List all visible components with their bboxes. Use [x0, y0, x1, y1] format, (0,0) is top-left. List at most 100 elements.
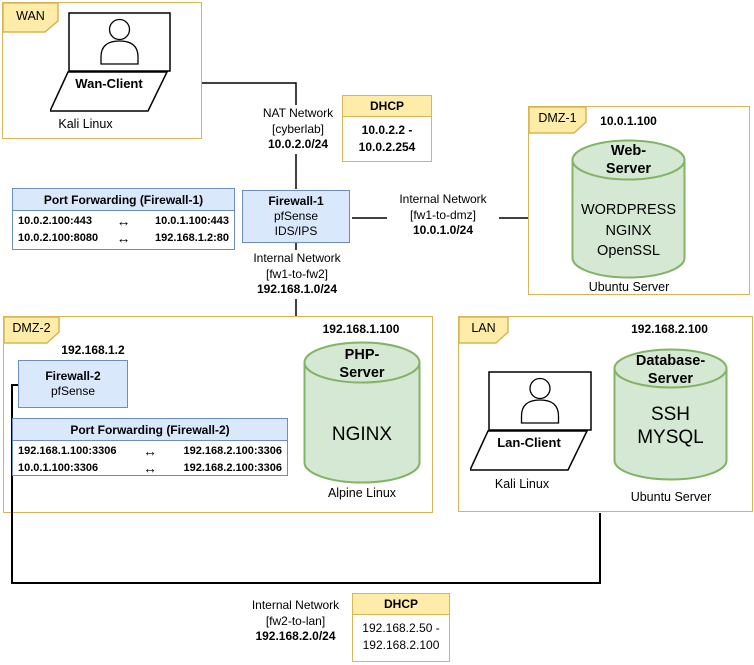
- dhcp-range-end: 10.0.2.254: [358, 140, 416, 154]
- dhcp-lan-box: DHCP 192.168.2.50 - 192.168.2.100: [352, 593, 450, 662]
- zone-dmz2-tab: DMZ-2: [3, 316, 60, 344]
- db-server-node: Database- Server SSH MYSQL: [613, 348, 728, 481]
- web-server-os: Ubuntu Server: [588, 280, 670, 294]
- server-name-line: PHP-: [344, 347, 380, 363]
- firewall1-name: Firewall-1: [268, 194, 324, 208]
- firewall2-name: Firewall-2: [45, 369, 101, 383]
- zone-tab-shape: [458, 316, 509, 344]
- network-cidr: 10.0.2.0/24: [267, 137, 329, 151]
- zone-dmz1-tab: DMZ-1: [528, 106, 587, 134]
- php-server-ip: 192.168.1.100: [322, 322, 400, 336]
- web-server-name: Web- Server: [571, 143, 686, 178]
- wan-client-node: Wan-Client: [50, 12, 171, 112]
- network-cidr: 192.168.2.0/24: [255, 629, 336, 643]
- db-server-os: Ubuntu Server: [630, 490, 712, 504]
- pf-rule-to: 192.168.1.2:80: [154, 232, 229, 244]
- network-id: [cyberlab]: [271, 121, 325, 136]
- web-server-services: WORDPRESS NGINX OpenSSL: [571, 200, 686, 262]
- port-forwarding-fw2-table: Port Forwarding (Firewall-2) 192.168.1.1…: [12, 418, 288, 476]
- service-label: SSH: [650, 404, 691, 425]
- bidirectional-arrow-icon: ↔: [143, 443, 157, 459]
- server-name-line: Server: [647, 370, 694, 387]
- user-icon: [100, 18, 139, 65]
- server-name-line: Server: [339, 364, 385, 381]
- server-cylinder-icon: [613, 348, 728, 481]
- pf-rule-row: 10.0.1.100:3306 ↔ 192.168.2.100:3306: [18, 460, 282, 477]
- pf-fw1-title: Port Forwarding (Firewall-1): [13, 189, 234, 211]
- php-server-services: NGINX: [303, 423, 421, 446]
- service-label: OpenSSL: [597, 243, 660, 259]
- zone-wan-label: WAN: [16, 8, 45, 23]
- db-server-services: SSH MYSQL: [613, 403, 728, 449]
- service-label: WORDPRESS: [580, 202, 677, 218]
- db-server-ip: 192.168.2.100: [631, 322, 708, 336]
- pf-rule-to: 192.168.2.100:3306: [183, 462, 282, 474]
- pf-rule-from: 10.0.1.100:3306: [18, 462, 99, 474]
- network-name: Internal Network: [253, 251, 341, 265]
- server-name-line: Web-: [610, 143, 647, 159]
- server-name-line: Server: [605, 160, 652, 177]
- zone-dmz2-label: DMZ-2: [12, 321, 51, 335]
- zone-tab-shape: [528, 106, 587, 134]
- db-server-name: Database- Server: [613, 353, 728, 388]
- firewall1-platform: pfSense: [273, 209, 319, 223]
- network-cidr: 192.168.1.0/24: [256, 282, 338, 296]
- zone-lan-tab: LAN: [458, 316, 509, 344]
- laptop-base: [50, 71, 169, 112]
- php-server-name: PHP- Server: [303, 347, 421, 382]
- fw1-dmz-network-label: Internal Network [fw1-to-dmz] 10.0.1.0/2…: [387, 191, 499, 240]
- pf-rule-to: 192.168.2.100:3306: [183, 445, 282, 457]
- laptop-icon: [470, 371, 592, 471]
- bidirectional-arrow-icon: ↔: [143, 460, 157, 476]
- dhcp-title: DHCP: [353, 594, 449, 615]
- dhcp-range-end: 192.168.2.100: [362, 638, 440, 652]
- firewall2-node: Firewall-2 pfSense: [18, 360, 128, 408]
- pf-rule-row: 10.0.2.100:443 ↔ 10.0.1.100:443: [18, 213, 229, 230]
- lan-client-os: Kali Linux: [494, 477, 550, 491]
- service-label: MYSQL: [637, 427, 704, 448]
- pf-rule-from: 10.0.2.100:443: [18, 215, 93, 227]
- service-label: NGINX: [605, 222, 652, 239]
- firewall1-features: IDS/IPS: [274, 224, 318, 238]
- bidirectional-arrow-icon: ↔: [116, 230, 131, 246]
- zone-tab-shape: [2, 2, 59, 33]
- port-forwarding-fw1-table: Port Forwarding (Firewall-1) 10.0.2.100:…: [12, 188, 235, 250]
- php-server-os: Alpine Linux: [327, 486, 397, 500]
- web-server-node: Web- Server WORDPRESS NGINX OpenSSL: [571, 139, 686, 279]
- network-id: [fw1-to-dmz]: [409, 207, 476, 222]
- dhcp-range: 192.168.2.50 - 192.168.2.100: [353, 615, 449, 654]
- dhcp-range: 10.0.2.2 - 10.0.2.254: [343, 117, 431, 156]
- service-label: NGINX: [331, 424, 393, 445]
- fw2-lan-network-label: Internal Network [fw2-to-lan] 192.168.2.…: [238, 597, 353, 646]
- pf-rule-row: 192.168.1.100:3306 ↔ 192.168.2.100:3306: [18, 443, 282, 460]
- dhcp-nat-box: DHCP 10.0.2.2 - 10.0.2.254: [342, 95, 432, 162]
- web-server-ip: 10.0.1.100: [600, 114, 657, 128]
- pf-fw2-title: Port Forwarding (Firewall-2): [13, 419, 287, 441]
- dhcp-title: DHCP: [343, 96, 431, 117]
- zone-dmz1-label: DMZ-1: [538, 111, 577, 125]
- pf-rule-row: 10.0.2.100:8080 ↔ 192.168.1.2:80: [18, 230, 229, 247]
- server-cylinder-icon: [571, 139, 686, 279]
- zone-lan-label: LAN: [471, 321, 496, 335]
- laptop-icon: [50, 12, 171, 112]
- network-name: Internal Network: [251, 598, 340, 612]
- php-server-node: PHP- Server NGINX: [303, 341, 421, 484]
- firewall2-ip: 192.168.1.2: [61, 343, 125, 357]
- nat-network-label: NAT Network [cyberlab] 10.0.2.0/24: [243, 105, 353, 154]
- zone-tab-shape: [3, 316, 60, 344]
- wan-client-name: Wan-Client: [75, 76, 143, 91]
- pf-rule-to: 10.0.1.100:443: [154, 215, 229, 227]
- network-cidr: 10.0.1.0/24: [412, 223, 474, 237]
- network-name: Internal Network: [399, 192, 487, 206]
- wan-client-os: Kali Linux: [58, 117, 113, 131]
- dhcp-range-start: 10.0.2.2 -: [361, 123, 413, 137]
- pf-rule-from: 10.0.2.100:8080: [18, 232, 99, 244]
- server-name-line: Database-: [635, 353, 706, 369]
- lan-client-node: Lan-Client: [470, 371, 592, 471]
- network-id: [fw1-to-fw2]: [265, 266, 328, 281]
- dhcp-range-start: 192.168.2.50 -: [362, 621, 440, 635]
- bidirectional-arrow-icon: ↔: [116, 213, 131, 229]
- lan-client-name: Lan-Client: [497, 435, 561, 450]
- network-name: NAT Network: [262, 106, 334, 120]
